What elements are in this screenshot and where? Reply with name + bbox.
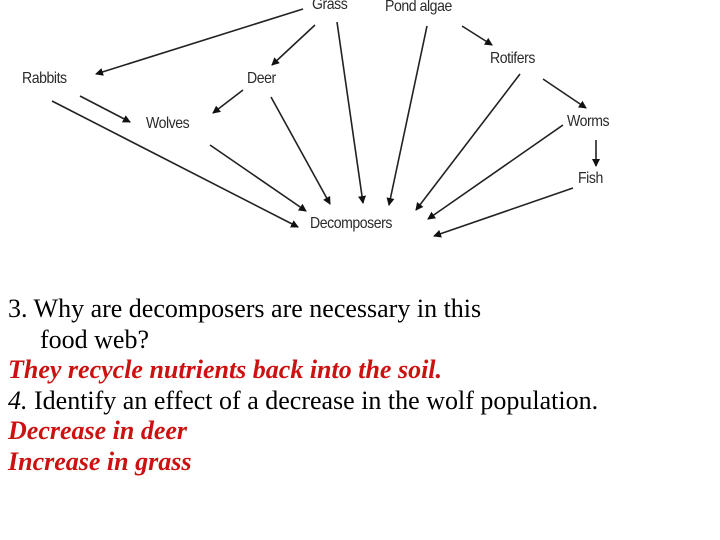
node-rotifers: Rotifers [490,50,535,67]
node-wolves: Wolves [146,115,190,132]
arrow-rabbits-wolves [79,95,131,123]
answer-3: They recycle nutrients back into the soi… [8,355,443,384]
node-grass: Grass [312,0,348,13]
question-4-number: 4. [8,385,28,415]
arrow-deer-decomposers [270,96,331,205]
arrow-worms-decomposers [427,124,564,220]
question-4-text: Identify an effect of a decrease in the … [27,385,599,415]
question-3-line2: food web? [40,324,150,354]
arrow-deer-wolves [212,89,244,114]
node-rabbits: Rabbits [22,70,67,87]
food-web-arrows [51,8,600,238]
node-fish: Fish [578,170,603,187]
node-decomposers: Decomposers [310,215,393,232]
arrow-grass-rabbits [95,8,304,76]
answer-4-b: Increase in grass [8,446,192,476]
arrow-algae-rotifers [461,25,493,46]
question-4: 4. Identify an effect of a decrease in t… [8,386,720,417]
food-web-diagram: Grass Pond algae Rabbits Deer Wolves Rot… [0,0,720,260]
answer-4-a: Decrease in deer [8,416,188,445]
node-pond-algae: Pond algae [385,0,452,15]
arrow-rotifers-worms [542,78,587,109]
arrow-algae-decomposers [386,25,428,206]
arrow-fish-decomposers [433,187,574,238]
arrow-grass-decomposers [336,21,366,204]
node-deer: Deer [247,70,276,87]
node-worms: Worms [567,113,610,130]
questions-block: 3. Why are decomposers are necessary in … [8,294,720,477]
question-3-line1: 3. Why are decomposers are necessary in … [8,294,482,323]
arrow-rabbits-decomposers [51,100,299,228]
arrow-grass-deer [271,24,316,66]
arrow-wolves-decomposers [209,144,307,212]
arrow-rotifers-decomposers [415,73,521,211]
